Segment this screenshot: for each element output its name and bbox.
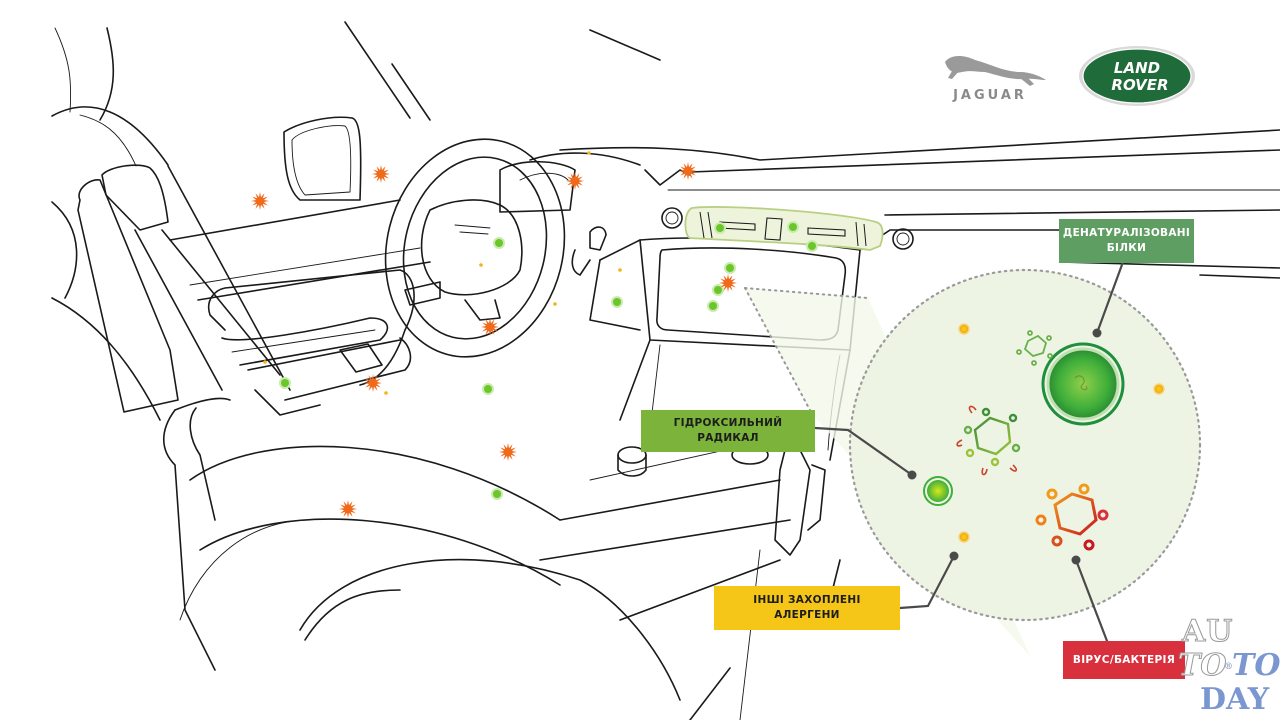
vent-housing: [684, 206, 884, 251]
label-denatured-proteins: ДЕНАТУРАЛІЗОВАНІ БІЛКИ: [1059, 219, 1194, 263]
green-particle-core: [709, 302, 717, 310]
green-particle-core: [484, 385, 492, 393]
label-line: ДЕНАТУРАЛІЗОВАНІ: [1062, 227, 1191, 239]
label-hydroxyl-radical: ГІДРОКСИЛЬНИЙ РАДИКАЛ: [641, 410, 815, 452]
magnified-circle: [848, 268, 1202, 622]
watermark-day: DAY: [1200, 682, 1270, 717]
cabin-particles: [251, 151, 818, 518]
hydroxyl-radical-icon: [923, 476, 953, 506]
yellow-particle: [618, 268, 622, 272]
jaguar-leaper-icon: [945, 56, 1046, 86]
orange-particle: [339, 500, 357, 518]
denatured-protein-icon: [1041, 342, 1125, 426]
green-particle-core: [493, 490, 501, 498]
label-line: БІЛКИ: [1106, 242, 1147, 254]
jaguar-logo: JAGUAR: [928, 48, 1052, 108]
land-rover-logo: LAND ROVER: [1079, 46, 1195, 106]
orange-particle: [372, 165, 390, 183]
green-particle-core: [726, 264, 734, 272]
label-line: АЛЕРГЕНИ: [774, 609, 840, 621]
yellow-particle: [587, 151, 591, 155]
yellow-particle: [479, 263, 483, 267]
green-particle-core: [613, 298, 621, 306]
small-protein-strand-icon: [1016, 330, 1053, 366]
watermark-to: TO: [1177, 648, 1227, 684]
autotoday-watermark: AU TO ® TO DAY: [1176, 612, 1280, 720]
virus-bacteria-icon: [1035, 483, 1109, 551]
green-particle-core: [808, 242, 816, 250]
svg-text:LAND: LAND: [1114, 59, 1160, 77]
label-virus-bacteria: ВІРУС/БАКТЕРІЯ: [1063, 641, 1185, 679]
green-particle-core: [495, 239, 503, 247]
green-particle-core: [714, 286, 722, 294]
orange-particle: [679, 162, 697, 180]
watermark-registered: ®: [1224, 662, 1233, 672]
yellow-particle: [263, 360, 267, 364]
watermark-to-blue: TO: [1232, 648, 1280, 683]
orange-particle: [719, 274, 737, 292]
yellow-particle: [553, 302, 557, 306]
orange-particle: [499, 443, 517, 461]
label-connectors: [813, 260, 1125, 643]
label-line: ВІРУС/БАКТЕРІЯ: [1072, 653, 1176, 666]
mixed-pathogen-icon: [956, 405, 1021, 476]
label-other-allergens: ІНШІ ЗАХОПЛЕНІ АЛЕРГЕНИ: [714, 586, 900, 630]
svg-text:ROVER: ROVER: [1111, 76, 1168, 94]
jaguar-wordmark: JAGUAR: [953, 88, 1027, 103]
label-line: ГІДРОКСИЛЬНИЙ: [673, 417, 783, 429]
green-particle-core: [716, 224, 724, 232]
orange-particle: [566, 172, 584, 190]
yellow-particle: [384, 391, 388, 395]
green-particle-core: [789, 223, 797, 231]
orange-particle: [364, 374, 382, 392]
green-particle-core: [281, 379, 289, 387]
label-line: РАДИКАЛ: [697, 432, 759, 444]
orange-particle: [481, 318, 499, 336]
label-line: ІНШІ ЗАХОПЛЕНІ: [753, 594, 861, 606]
allergen-particle-icon: [958, 323, 1165, 543]
watermark-au: AU: [1181, 614, 1234, 650]
orange-particle: [251, 192, 269, 210]
